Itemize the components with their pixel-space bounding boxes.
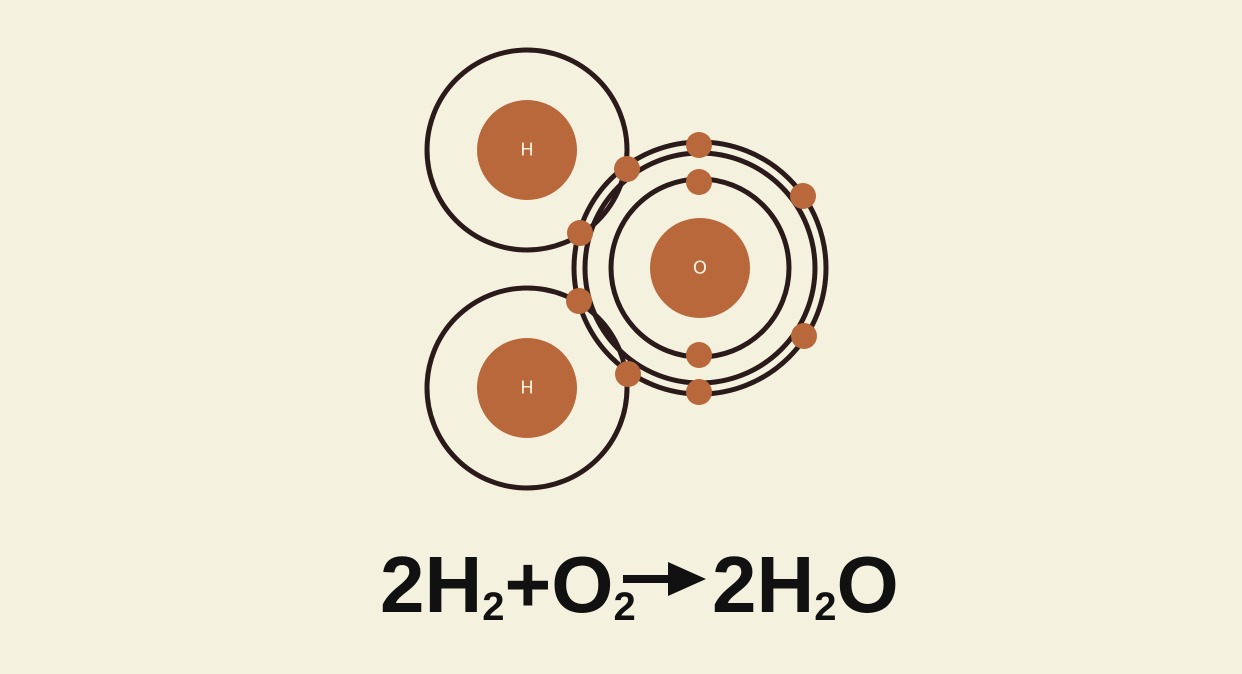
plus-sign: + [505,540,552,629]
electron [791,323,817,349]
product-element-h: H [757,540,815,629]
electron [686,132,712,158]
product-element-o: O [837,540,899,629]
electron [614,156,640,182]
equation-left: 2H2+O2 [380,540,636,629]
hydrogen-top-label: H [520,140,534,161]
chemical-equation: 2H2+O2 2H2O [380,540,899,629]
product-coefficient: 2 [712,540,757,629]
electron [790,183,816,209]
electron [566,288,592,314]
reactant2-subscript: 2 [613,585,635,629]
hydrogen-atom-bottom: H [424,285,630,491]
product-subscript: 2 [814,585,836,629]
electron [615,361,641,387]
hydrogen-bottom-label: H [520,378,534,399]
reactant2-element: O [551,540,613,629]
reactant1-coefficient: 2 [380,540,425,629]
hydrogen-top-nucleus [477,100,577,200]
reactant1-element: H [425,540,483,629]
electron [686,342,712,368]
equation-right: 2H2O [712,540,899,629]
hydrogen-bottom-shell [424,285,630,491]
hydrogen-top-shell [424,47,630,253]
oxygen-label: O [693,258,707,279]
oxygen-nucleus [650,218,750,318]
hydrogen-bottom-nucleus [477,338,577,438]
electron [686,379,712,405]
reaction-arrow-icon [623,562,706,596]
hydrogen-atom-top: H [424,47,630,253]
electron [567,220,593,246]
reactant1-subscript: 2 [482,585,504,629]
electron [686,169,712,195]
electrons [566,132,817,405]
